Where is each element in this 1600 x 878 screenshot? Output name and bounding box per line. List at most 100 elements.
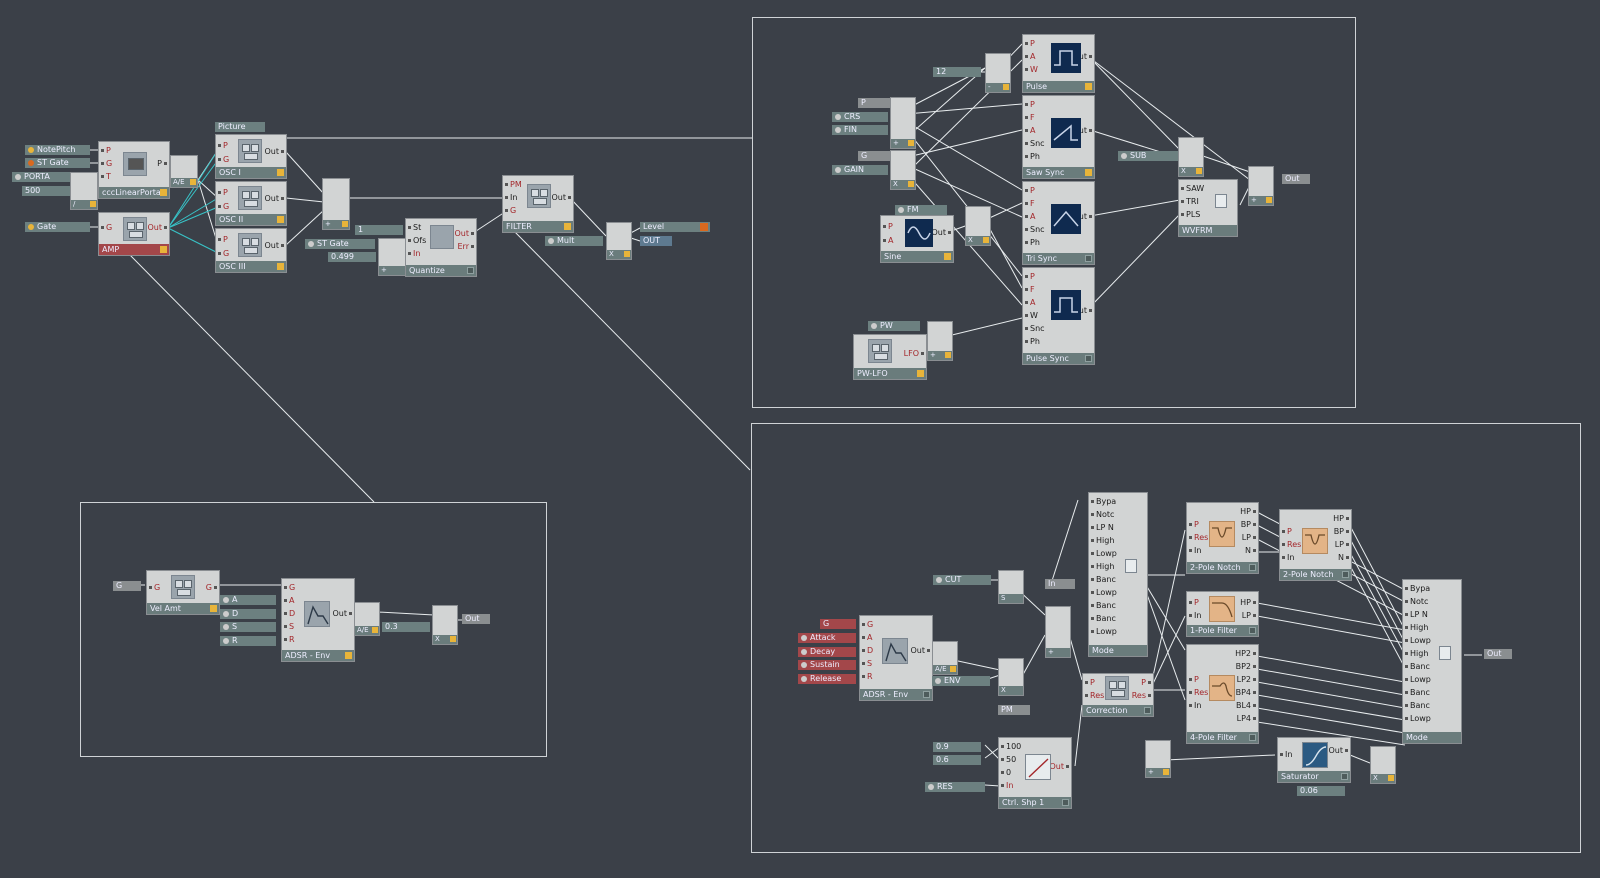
fin-control[interactable]: FIN bbox=[832, 125, 888, 135]
port-ph[interactable]: Ph bbox=[1025, 152, 1040, 162]
st-gate2-control[interactable]: ST Gate bbox=[305, 239, 375, 249]
port-p[interactable]: P bbox=[1189, 598, 1199, 608]
port-pm[interactable]: PM bbox=[505, 180, 522, 190]
multiply-module-env[interactable]: X bbox=[432, 605, 458, 645]
port-d[interactable]: D bbox=[862, 646, 873, 656]
osc1-module[interactable]: P G Out OSC I bbox=[215, 134, 287, 179]
port-s[interactable]: S bbox=[862, 659, 872, 669]
decay-control[interactable]: Decay bbox=[798, 647, 856, 657]
pulse-sync-module[interactable]: P F A W Snc Ph Out Pulse Sync bbox=[1022, 267, 1095, 365]
tri-sync-module[interactable]: P F A Snc Ph Out Tri Sync bbox=[1022, 181, 1095, 265]
port-hp[interactable]: HP bbox=[1240, 598, 1256, 608]
port-hp[interactable]: HP bbox=[1333, 514, 1349, 524]
port-bp[interactable]: BP bbox=[1334, 527, 1349, 537]
port-out[interactable]: Out bbox=[454, 229, 474, 239]
multiply-module-sub[interactable]: X bbox=[1178, 137, 1204, 177]
osc3-module[interactable]: P G Out OSC III bbox=[215, 228, 287, 273]
mode-option-item[interactable]: Notc bbox=[1405, 597, 1428, 607]
port-out[interactable]: Out bbox=[551, 193, 571, 203]
mode-option-item[interactable]: Banc bbox=[1405, 688, 1430, 698]
port-in[interactable]: In bbox=[1189, 701, 1201, 711]
port-f[interactable]: F bbox=[1025, 285, 1035, 295]
adsr-env-module[interactable]: G A D S R Out ADSR - Env bbox=[281, 578, 355, 662]
port-out[interactable]: Out bbox=[332, 609, 352, 619]
port-res-out[interactable]: Res bbox=[1132, 691, 1151, 701]
pulse-module[interactable]: P A W Out Pulse bbox=[1022, 34, 1095, 93]
mode-option-item[interactable]: Notc bbox=[1091, 510, 1114, 520]
port-tri[interactable]: TRI bbox=[1181, 197, 1199, 207]
port-r[interactable]: R bbox=[284, 635, 295, 645]
port-w[interactable]: W bbox=[1025, 65, 1038, 75]
mode-option-item[interactable]: Banc bbox=[1405, 662, 1430, 672]
port-s[interactable]: S bbox=[284, 622, 294, 632]
gate-control[interactable]: Gate bbox=[25, 222, 90, 232]
mode-option-item[interactable]: Lowp bbox=[1091, 627, 1117, 637]
port-p[interactable]: P bbox=[1282, 527, 1292, 537]
multiply-module-sat[interactable]: X bbox=[1370, 746, 1396, 784]
port-g[interactable]: G bbox=[218, 155, 229, 165]
one-pole-filter-module[interactable]: P In HP LP 1-Pole Filter bbox=[1186, 591, 1259, 637]
mode-option-item[interactable]: High bbox=[1091, 536, 1114, 546]
port-g[interactable]: G bbox=[862, 620, 873, 630]
port-p[interactable]: P bbox=[1025, 100, 1035, 110]
mode-option-item[interactable]: LP N bbox=[1405, 610, 1428, 620]
port-0[interactable]: 0 bbox=[1001, 768, 1011, 778]
port-pls[interactable]: PLS bbox=[1181, 210, 1200, 220]
minus-module[interactable]: - bbox=[985, 53, 1011, 93]
mode-option-item[interactable]: Lowp bbox=[1405, 714, 1431, 724]
port-n[interactable]: N bbox=[1245, 546, 1256, 556]
port-snc[interactable]: Snc bbox=[1025, 139, 1045, 149]
port-g[interactable]: G bbox=[218, 249, 229, 259]
value-1[interactable]: 1 bbox=[355, 225, 403, 235]
port-p[interactable]: P bbox=[1085, 678, 1095, 688]
pw-lfo-module[interactable]: LFO PW-LFO bbox=[853, 334, 927, 380]
port-out[interactable]: Out bbox=[264, 194, 284, 204]
cut-control[interactable]: CUT bbox=[933, 575, 991, 585]
value-09[interactable]: 0.9 bbox=[933, 742, 981, 752]
level-control[interactable]: Level bbox=[640, 222, 710, 232]
port-g[interactable]: G bbox=[101, 223, 112, 233]
port-out[interactable]: Out bbox=[264, 147, 284, 157]
value-12[interactable]: 12 bbox=[933, 67, 981, 77]
port-p[interactable]: P bbox=[1189, 520, 1199, 530]
mode-option-item[interactable]: Banc bbox=[1405, 701, 1430, 711]
ctrl-shape-module[interactable]: 100 50 0 In Out Ctrl. Shp 1 bbox=[998, 737, 1072, 809]
mode-option-item[interactable]: Lowp bbox=[1405, 636, 1431, 646]
g-control[interactable]: G bbox=[858, 151, 892, 161]
port-hp[interactable]: HP bbox=[1240, 507, 1256, 517]
port-a[interactable]: A bbox=[1025, 212, 1035, 222]
port-p[interactable]: P bbox=[218, 141, 228, 151]
gain-control[interactable]: GAIN bbox=[832, 165, 888, 175]
port-ph[interactable]: Ph bbox=[1025, 238, 1040, 248]
port-out[interactable]: Out bbox=[931, 228, 951, 238]
port-err[interactable]: Err bbox=[458, 242, 475, 252]
note-pitch-control[interactable]: NotePitch bbox=[25, 145, 90, 155]
a-control[interactable]: A bbox=[220, 595, 276, 605]
port-in[interactable]: In bbox=[1282, 553, 1294, 563]
saturator-module[interactable]: In Out Saturator bbox=[1277, 737, 1351, 783]
two-pole-notch-module-2[interactable]: P Res In HP BP LP N 2-Pole Notch bbox=[1279, 509, 1352, 581]
s-module[interactable]: S bbox=[998, 570, 1024, 604]
port-bl4[interactable]: BL4 bbox=[1236, 701, 1256, 711]
port-a[interactable]: A bbox=[1025, 126, 1035, 136]
port-out[interactable]: Out bbox=[910, 646, 930, 656]
multiply-module-fm[interactable]: X bbox=[965, 206, 991, 246]
vel-amt-module[interactable]: G G Vel Amt bbox=[146, 570, 220, 615]
plus-module-out[interactable]: + bbox=[1248, 166, 1274, 206]
mode-option-item[interactable]: Bypa bbox=[1091, 497, 1116, 507]
port-a[interactable]: A bbox=[1025, 52, 1035, 62]
port-out[interactable]: Out bbox=[1328, 746, 1348, 756]
ae-module-filter[interactable]: A/E bbox=[932, 641, 958, 675]
res-control[interactable]: RES bbox=[925, 782, 985, 792]
mult-control[interactable]: Mult bbox=[545, 236, 603, 246]
plus-module-pw[interactable]: + bbox=[927, 321, 953, 361]
mode-option-item[interactable]: Banc bbox=[1091, 575, 1116, 585]
p-control[interactable]: P bbox=[858, 98, 892, 108]
sub-control[interactable]: SUB bbox=[1118, 151, 1178, 161]
waveform-mixer-module[interactable]: SAW TRI PLS WVFRM bbox=[1178, 179, 1238, 237]
port-100[interactable]: 100 bbox=[1001, 742, 1021, 752]
port-out[interactable]: Out bbox=[1049, 762, 1069, 772]
port-a[interactable]: A bbox=[862, 633, 872, 643]
